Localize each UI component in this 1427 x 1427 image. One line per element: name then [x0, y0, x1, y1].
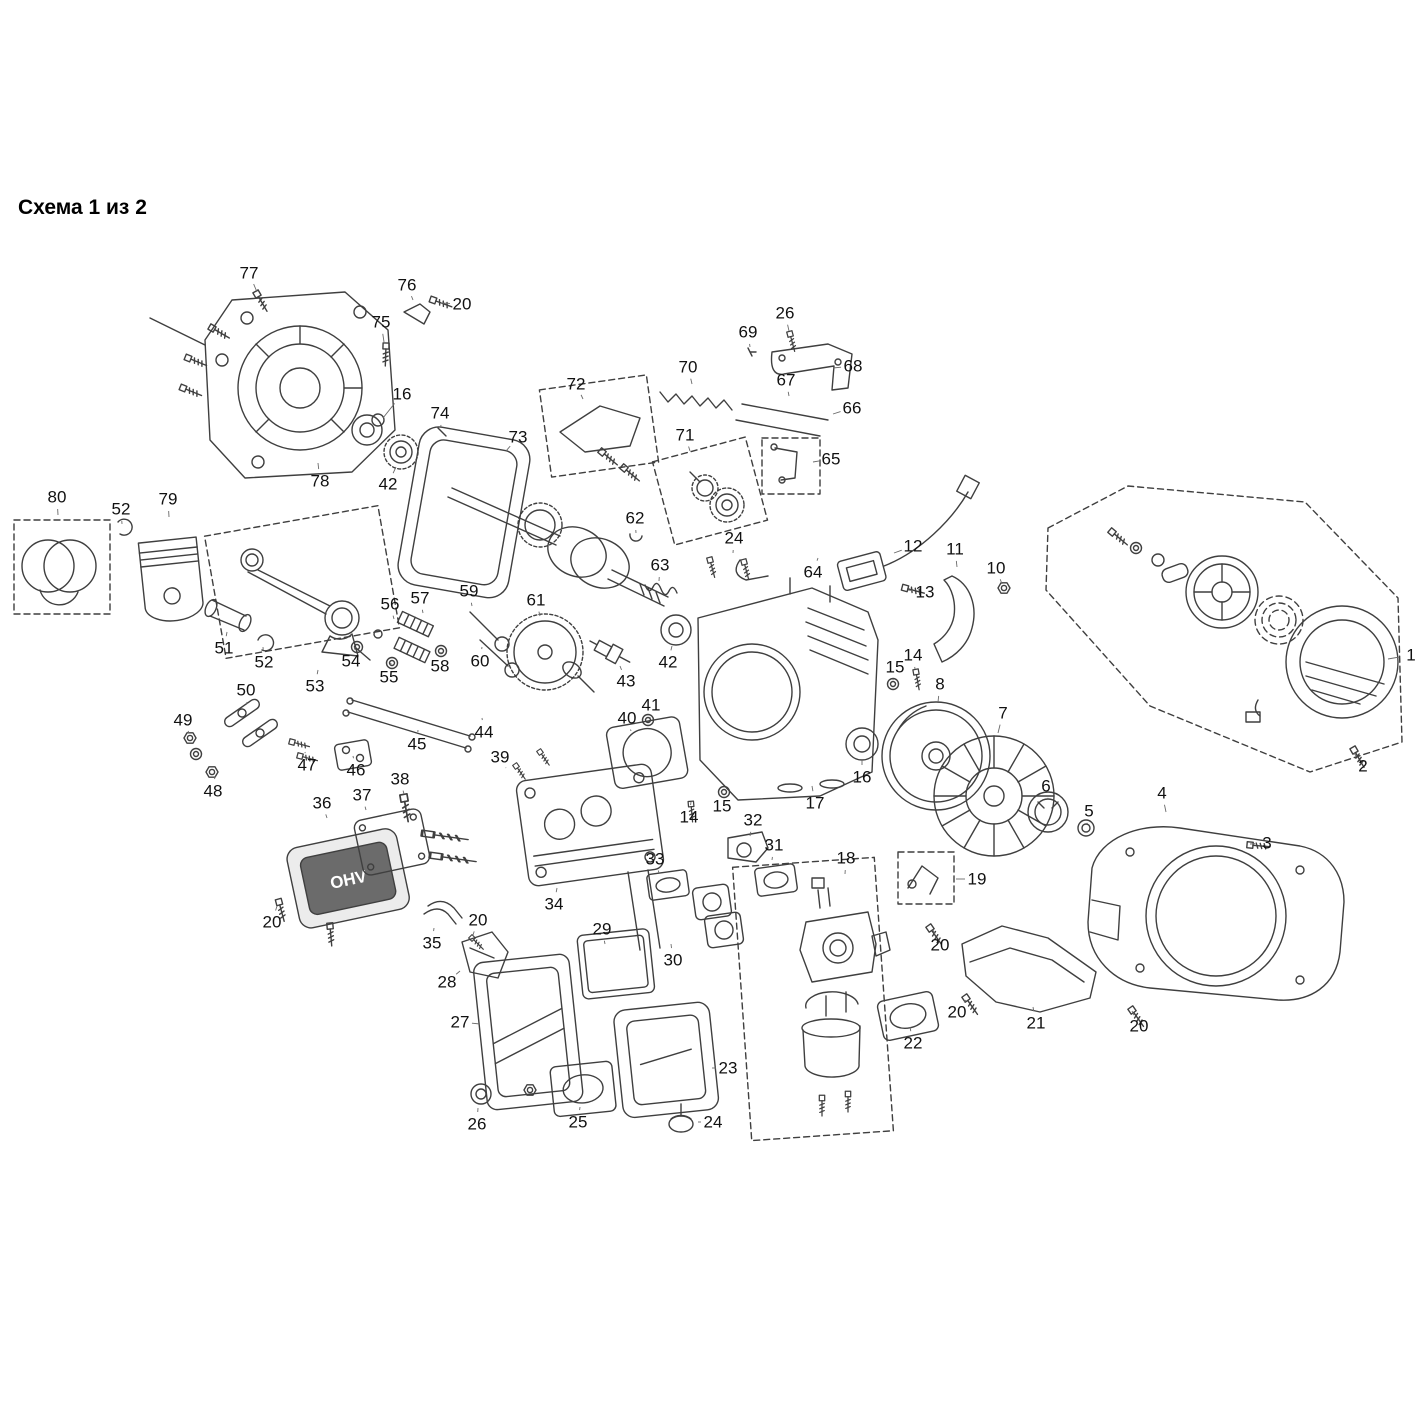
- callout-leader-line: [382, 403, 395, 419]
- callout-leader-line: [816, 557, 819, 561]
- crankshaft-drawing: [447, 487, 692, 646]
- callout-leader-line: [421, 609, 424, 614]
- air-cleaner-hardware-drawing: [470, 1083, 537, 1105]
- blower-housing-drawing: [1087, 826, 1345, 1001]
- callout-leader-line: [1353, 752, 1357, 757]
- breather-drawing: [274, 897, 509, 979]
- callout-leader-line: [832, 366, 842, 369]
- carburetor-drawing: [731, 856, 895, 1142]
- callout-leader-line: [893, 549, 902, 554]
- callout-leader-line: [812, 460, 820, 463]
- piston-drawing: [137, 536, 204, 622]
- callout-leader-line: [402, 790, 405, 795]
- connecting-rod-drawing: [203, 504, 401, 661]
- callout-leader-line: [392, 615, 395, 620]
- callout-leader-line: [997, 724, 1001, 734]
- bracket-72-drawing: [538, 374, 660, 484]
- callout-leader-line: [392, 466, 397, 474]
- governor-arm-drawing: [761, 437, 821, 495]
- governor-cover-drawing: [933, 575, 975, 663]
- callout-leader-line: [955, 560, 958, 568]
- callout-leader-line: [505, 445, 511, 452]
- head-studs-drawing: [512, 748, 661, 951]
- callout-leader-line: [470, 602, 473, 607]
- callout-leader-line: [999, 579, 1003, 585]
- callout-leader-line: [932, 929, 936, 935]
- callout-leader-line: [472, 931, 475, 936]
- callout-leader-line: [690, 378, 693, 385]
- cover-gasket-drawing: [353, 808, 431, 876]
- bracket-19-drawing: [897, 851, 955, 905]
- callout-leader-line: [1164, 804, 1167, 813]
- callout-leader-line: [619, 665, 622, 671]
- gear-set-71-drawing: [651, 436, 769, 546]
- callout-leader-line: [225, 631, 228, 637]
- intake-plates-drawing: [646, 831, 798, 949]
- cover-knob-drawing: [668, 1103, 694, 1133]
- callout-leader-line: [1387, 656, 1400, 660]
- camshaft-drawing: [506, 613, 595, 693]
- callout-leader-line: [603, 940, 606, 945]
- filter-element-drawing: [576, 928, 656, 1000]
- callout-leader-line: [832, 411, 841, 415]
- callout-leader-line: [471, 1022, 481, 1025]
- callout-leader-line: [538, 611, 541, 617]
- callout-leader-line: [670, 645, 673, 651]
- callout-leader-line: [688, 446, 691, 452]
- cover-gasket25-drawing: [549, 1060, 617, 1118]
- callout-leader-line: [1131, 1010, 1135, 1016]
- cover-bolts-drawing: [178, 289, 454, 399]
- callout-leader-line: [455, 970, 461, 975]
- callout-leader-line: [963, 999, 967, 1003]
- callout-leader-line: [364, 806, 367, 811]
- callout-leader-line: [657, 870, 660, 874]
- callout-leader-line: [787, 391, 790, 397]
- callout-leader-line: [275, 905, 278, 911]
- piston-pin-drawing: [204, 598, 275, 652]
- callout-leader-line: [909, 1026, 912, 1032]
- callout-leader-line: [907, 589, 914, 592]
- recoil-starter-drawing: [1045, 485, 1403, 773]
- air-cleaner-cover-drawing: [613, 1001, 720, 1119]
- callout-leader-line: [937, 695, 940, 703]
- callout-leader-line: [670, 943, 672, 949]
- callout-leader-line: [811, 785, 814, 792]
- rocker-parts-drawing: [183, 697, 476, 778]
- piston-rings-drawing: [13, 518, 133, 615]
- callout-leader-line: [325, 814, 328, 819]
- callout-leader-line: [382, 333, 385, 343]
- callout-leader-line: [749, 831, 752, 837]
- ignition-coil-drawing: [735, 474, 980, 592]
- callout-leader-line: [787, 324, 790, 332]
- callout-leader-line: [316, 669, 319, 675]
- case-gasket-drawing: [397, 426, 531, 599]
- callout-leader-line: [1032, 1006, 1035, 1012]
- callout-leader-line: [317, 462, 320, 470]
- spark-plug-drawing: [589, 639, 631, 665]
- valve-train-drawing: [350, 610, 520, 678]
- callout-leader-line: [187, 730, 190, 734]
- control-bracket-drawing: [659, 330, 853, 437]
- callout-leader-line: [353, 646, 356, 650]
- cylinder-head-drawing: [515, 763, 665, 887]
- valve-cover-drawing: OHV: [286, 828, 410, 929]
- callout-leader-line: [411, 295, 414, 301]
- callout-leader-line: [555, 887, 558, 893]
- callout-leader-line: [580, 394, 584, 400]
- crankcase-cover-drawing: [149, 291, 396, 479]
- page-title: Схема 1 из 2: [18, 196, 147, 219]
- cylinder-block-drawing: [697, 577, 879, 801]
- callout-leader-line: [253, 283, 258, 293]
